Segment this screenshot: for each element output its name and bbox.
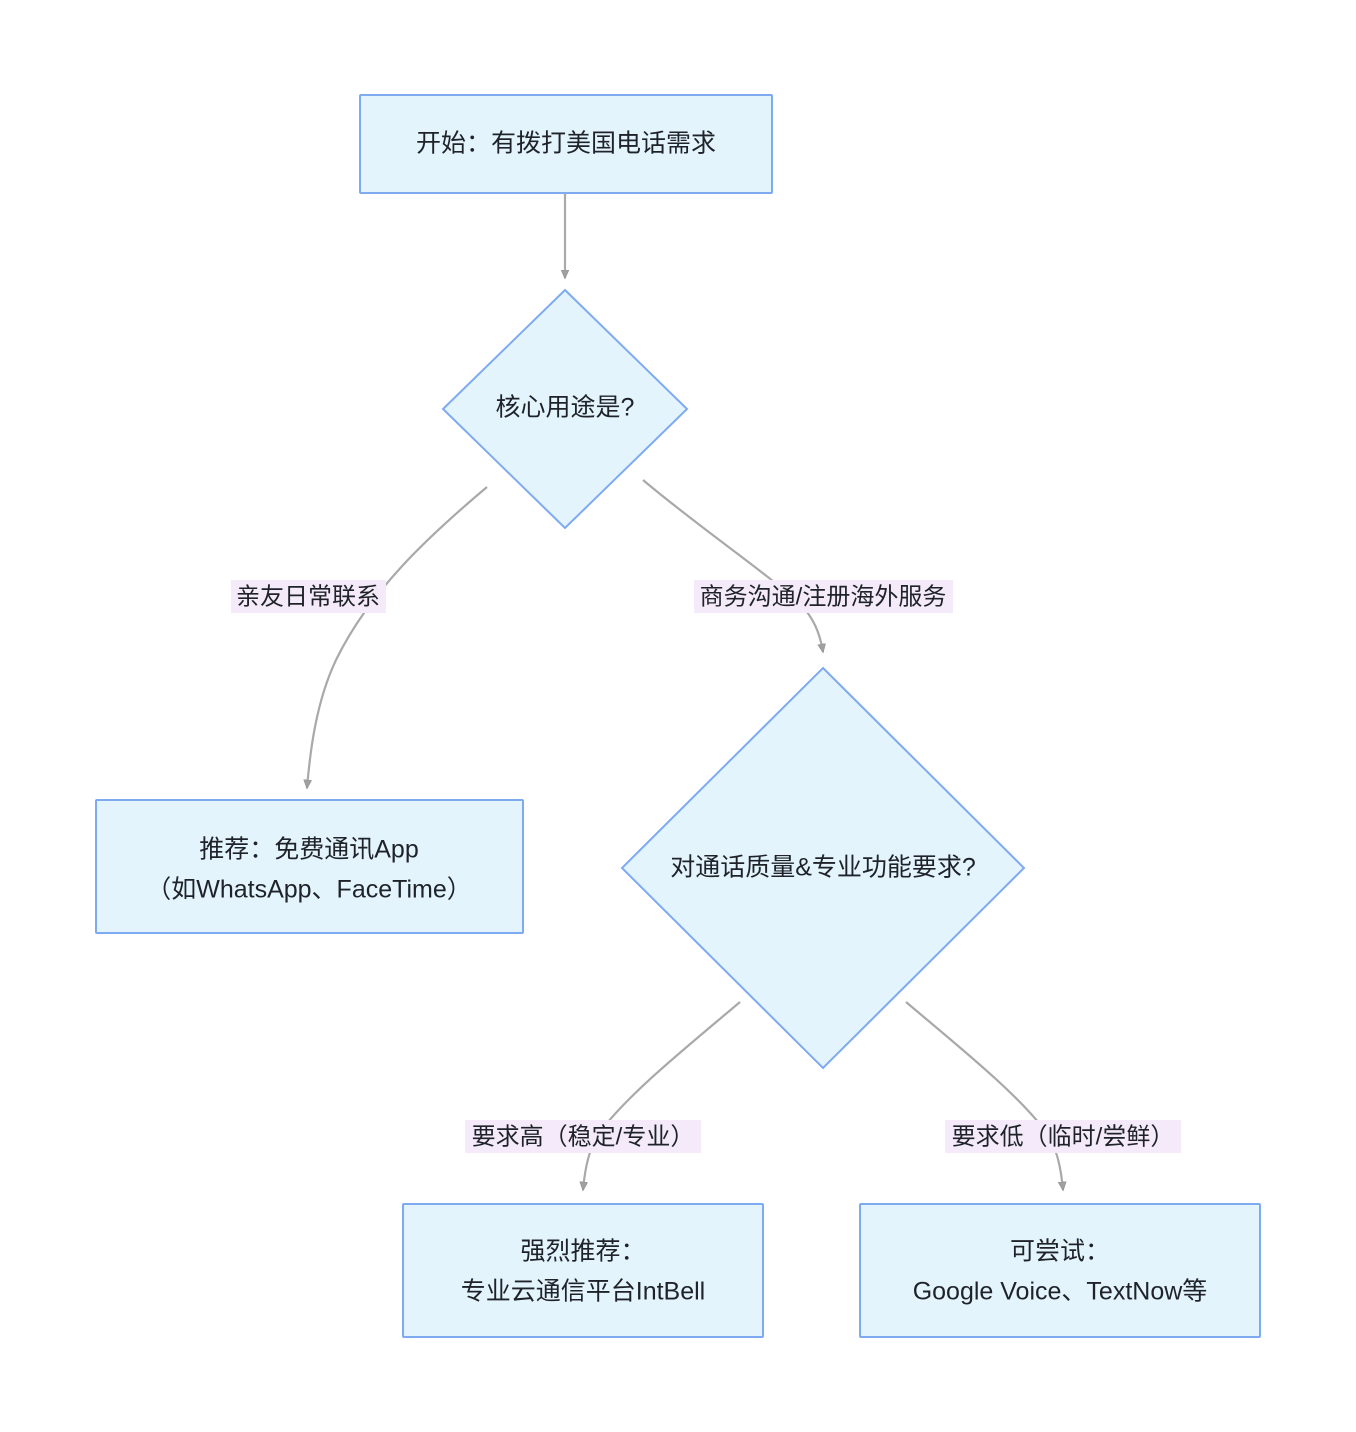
node-decision-quality-label: 对通话质量&专业功能要求? — [670, 854, 976, 882]
node-start-label: 开始：有拨打美国电话需求 — [416, 130, 716, 158]
node-result-intbell: 强烈推荐： 专业云通信平台IntBell — [402, 1203, 764, 1338]
edge-label-layer: 亲友日常联系 商务沟通/注册海外服务 要求高（稳定/专业） 要求低（临时/尝鲜） — [231, 580, 1181, 1153]
node-result-intbell-line2: 专业云通信平台IntBell — [461, 1278, 705, 1306]
edge-decision-quality-to-try — [905, 1001, 1063, 1190]
node-result-free-apps-line1: 推荐：免费通讯App — [199, 836, 418, 864]
node-result-intbell-line1: 强烈推荐： — [520, 1238, 645, 1266]
edge-label-family-daily: 亲友日常联系 — [231, 580, 386, 613]
edge-layer — [307, 193, 1063, 1190]
edge-label-high-requirement-bg — [465, 1120, 701, 1153]
edge-label-business-text: 商务沟通/注册海外服务 — [700, 583, 947, 610]
node-result-free-apps-line2: （如WhatsApp、FaceTime） — [146, 876, 472, 904]
node-result-free-apps-shape — [95, 799, 524, 934]
edge-label-high-requirement-text: 要求高（稳定/专业） — [472, 1123, 695, 1150]
edge-decision-purpose-to-free-apps — [307, 486, 488, 788]
edge-label-family-daily-text: 亲友日常联系 — [236, 583, 380, 610]
edge-decision-quality-to-intbell — [583, 1001, 741, 1190]
edge-label-family-daily-bg — [231, 580, 386, 613]
node-decision-purpose-label: 核心用途是? — [496, 394, 635, 422]
edge-decision-purpose-to-decision-quality — [642, 479, 823, 652]
edge-label-low-requirement: 要求低（临时/尝鲜） — [945, 1120, 1181, 1153]
edge-label-business: 商务沟通/注册海外服务 — [694, 580, 953, 613]
node-decision-purpose-shape — [441, 288, 689, 530]
node-result-intbell-shape — [402, 1203, 764, 1338]
node-result-try-line1: 可尝试： — [1010, 1238, 1110, 1266]
node-result-try-line2: Google Voice、TextNow等 — [913, 1278, 1208, 1306]
node-layer: 开始：有拨打美国电话需求 核心用途是? 推荐：免费通讯App （如WhatsAp… — [95, 94, 1261, 1338]
node-result-free-apps: 推荐：免费通讯App （如WhatsApp、FaceTime） — [95, 799, 524, 934]
node-result-try: 可尝试： Google Voice、TextNow等 — [859, 1203, 1261, 1338]
node-start-shape — [359, 94, 773, 194]
edge-label-business-bg — [694, 580, 953, 613]
node-decision-quality-shape — [620, 666, 1026, 1070]
edge-label-low-requirement-text: 要求低（临时/尝鲜） — [952, 1123, 1175, 1150]
edge-label-high-requirement: 要求高（稳定/专业） — [465, 1120, 701, 1153]
edge-label-low-requirement-bg — [945, 1120, 1181, 1153]
node-decision-purpose: 核心用途是? — [441, 288, 689, 530]
node-result-try-shape — [859, 1203, 1261, 1338]
node-decision-quality: 对通话质量&专业功能要求? — [620, 666, 1026, 1070]
node-start: 开始：有拨打美国电话需求 — [359, 94, 773, 194]
